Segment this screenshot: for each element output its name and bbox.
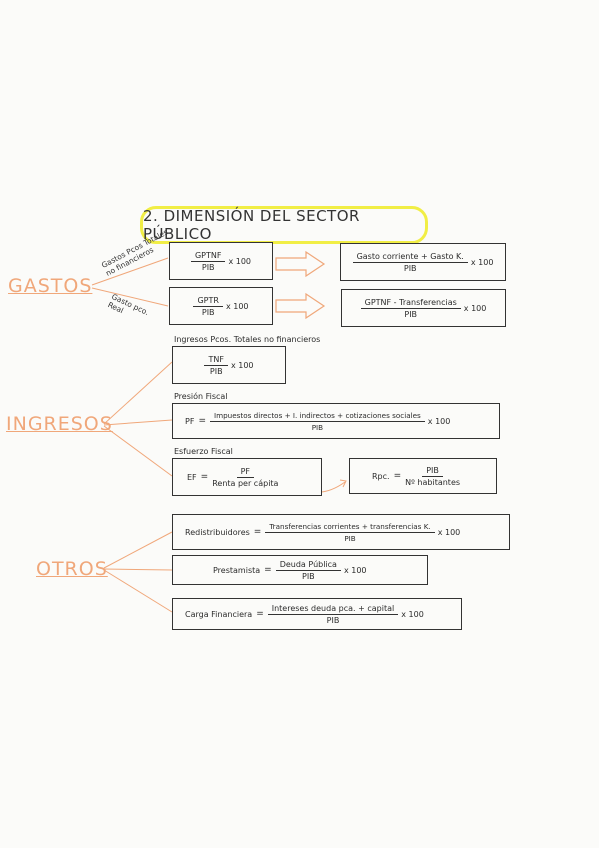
arrow-icon (275, 292, 326, 320)
equals: = (256, 609, 264, 619)
lhs: Rpc. (372, 471, 390, 481)
formula-box-carga-financiera: Carga Financiera = Intereses deuda pca. … (172, 598, 462, 630)
page-title: 2. DIMENSIÓN DEL SECTOR PÚBLICO (143, 207, 360, 243)
multiplier: x 100 (401, 609, 424, 619)
arrow-icon (275, 250, 326, 278)
denominator: Renta per cápita (212, 478, 279, 488)
equals: = (200, 472, 209, 482)
multiplier: x 100 (343, 565, 367, 575)
multiplier: x 100 (228, 256, 252, 266)
multiplier: x 100 (463, 303, 487, 313)
heading-ingresos-totales: Ingresos Pcos. Totales no financieros (174, 335, 321, 344)
lhs: Prestamista (213, 565, 261, 575)
denominator: PIB (403, 263, 417, 273)
equals: = (198, 416, 206, 426)
denominator: PIB (326, 615, 340, 625)
formula-box-presion-fiscal: PF = Impuestos directos + I. indirectos … (172, 403, 500, 439)
section-otros: OTROS (36, 558, 108, 580)
denominator: PIB (201, 262, 215, 272)
denominator: PIB (209, 366, 223, 376)
numerator: PF (236, 467, 255, 478)
equals: = (264, 565, 272, 575)
numerator: GPTR (193, 296, 223, 307)
multiplier: x 100 (225, 301, 249, 311)
multiplier: x 100 (437, 527, 461, 537)
heading-presion-fiscal: Presión Fiscal (174, 392, 228, 401)
lhs: PF (185, 416, 195, 426)
formula-box-redistribuidores: Redistribuidores = Transferencias corrie… (172, 514, 510, 550)
denominator: PIB (311, 422, 324, 432)
heading-esfuerzo-fiscal: Esfuerzo Fiscal (174, 447, 233, 456)
numerator: Impuestos directos + I. indirectos + cot… (209, 411, 425, 422)
denominator: PIB (344, 533, 356, 543)
denominator: PIB (404, 309, 418, 319)
lhs: Redistribuidores (185, 527, 250, 537)
numerator: GPTNF - Transferencias (360, 298, 461, 309)
title-frame: 2. DIMENSIÓN DEL SECTOR PÚBLICO (140, 206, 428, 244)
numerator: TNF (204, 355, 228, 366)
formula-box-gasto-corriente: Gasto corriente + Gasto K.PIB x 100 (340, 243, 506, 281)
multiplier: x 100 (427, 416, 451, 426)
numerator: Deuda Pública (275, 560, 341, 571)
lhs: EF (187, 472, 197, 482)
numerator: Intereses deuda pca. + capital (267, 604, 399, 615)
multiplier: x 100 (230, 360, 254, 370)
equals: = (393, 471, 402, 481)
denominator: PIB (201, 307, 215, 317)
lhs: Carga Financiera (185, 609, 253, 619)
numerator: Transferencias corrientes + transferenci… (265, 522, 435, 533)
section-gastos: GASTOS (8, 275, 93, 297)
equals: = (253, 527, 262, 537)
multiplier: x 100 (470, 257, 494, 267)
numerator: PIB (422, 466, 443, 477)
section-ingresos: INGRESOS (6, 413, 113, 435)
denominator: Nº habitantes (405, 477, 461, 487)
numerator: GPTNF (190, 251, 226, 262)
denominator: PIB (302, 571, 315, 581)
numerator: Gasto corriente + Gasto K. (352, 252, 468, 263)
